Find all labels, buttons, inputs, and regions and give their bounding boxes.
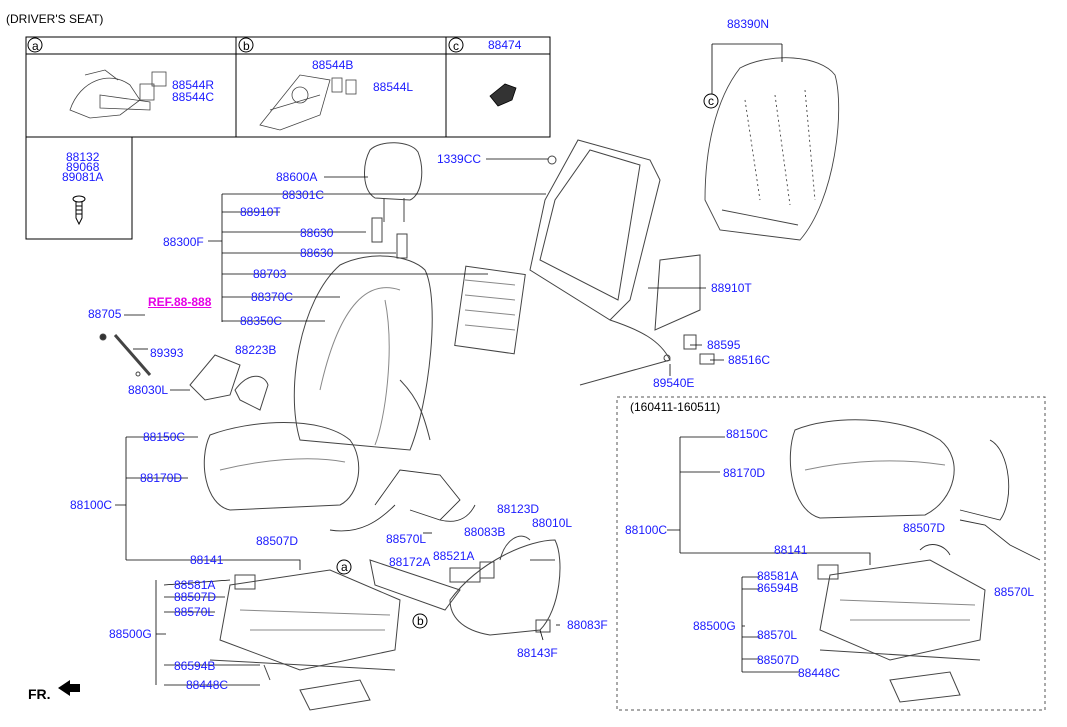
part-label[interactable]: 88143F [517,646,558,660]
inset-frame [616,396,1046,711]
callout-c: c [708,94,714,108]
part-label-88544l[interactable]: 88544L [373,80,414,94]
front-arrow-icon [58,680,80,696]
callout-a: a [341,560,348,574]
part-label[interactable]: 88507D [256,534,299,548]
part-label[interactable]: 88150C [143,430,186,444]
part-label-88544b[interactable]: 88544B [312,58,354,72]
part-label[interactable]: 86594B [174,659,216,673]
part-label[interactable]: 88223B [235,343,277,357]
part-label[interactable]: 88516C [728,353,771,367]
bolt-sketch [72,195,86,226]
inset-track-sketch [817,559,986,703]
wiring-sketch [329,469,476,532]
part-label[interactable]: 88300F [163,235,204,249]
part-label[interactable]: 88030L [128,383,169,397]
inset-part-label[interactable]: 88150C [726,427,769,441]
panel-table [25,36,551,138]
part-label[interactable]: 88100C [70,498,113,512]
part-label[interactable]: 88172A [389,555,431,569]
side-shield-sketch [369,334,715,636]
leader-lines [115,43,871,686]
part-label[interactable]: 88630 [300,246,334,260]
inset-part-label[interactable]: 86594B [757,581,799,595]
inset-part-label[interactable]: 88507D [757,653,800,667]
part-label[interactable]: 88170D [140,471,183,485]
inset-wiring-sketch [919,439,1041,561]
inset-cushion-sketch [789,419,955,519]
panel-b-sketch [259,74,357,131]
panel-c-marker: c [453,39,459,53]
part-label-88132[interactable]: 88132 [66,150,100,164]
part-label-88544r[interactable]: 88544R [172,78,215,92]
part-label[interactable]: 88581A [174,578,216,592]
part-label[interactable]: 88910T [711,281,752,295]
page-title: (DRIVER'S SEAT) [6,12,104,26]
callout-a-circle [336,559,352,575]
seat-cushion-sketch [203,422,360,511]
part-label[interactable]: 88370C [251,290,294,304]
marker-b-circle [238,37,254,53]
inset-part-label[interactable]: 88170D [723,466,766,480]
back-cover-sketch [704,57,840,241]
part-label-89068[interactable]: 89068 [66,160,100,174]
part-label[interactable]: 88500G [109,627,152,641]
side-parts-sketch [99,333,269,411]
part-label[interactable]: 88448C [186,678,229,692]
part-label[interactable]: 88570L [386,532,427,546]
seat-track-sketch [209,569,401,711]
panel-c-sketch [489,83,517,107]
inset-part-label[interactable]: 88100C [625,523,668,537]
part-label[interactable]: 89393 [150,346,184,360]
marker-a-circle [27,37,43,53]
inset-part-label[interactable]: 88141 [774,543,808,557]
part-label[interactable]: 88705 [88,307,122,321]
part-label[interactable]: 88703 [253,267,287,281]
inset-part-label[interactable]: 88570L [757,628,798,642]
inset-part-label[interactable]: 88507D [903,521,946,535]
part-label[interactable]: 88123D [497,502,540,516]
inset-part-label[interactable]: 88570L [994,585,1035,599]
panel-a-marker: a [32,39,39,53]
part-label[interactable]: 88910T [240,205,281,219]
callout-c-circle [703,93,719,109]
part-label[interactable]: 88595 [707,338,741,352]
part-label-88474[interactable]: 88474 [488,38,522,52]
part-label[interactable]: 88301C [282,188,325,202]
part-label[interactable]: 88600A [276,170,318,184]
callout-b-circle [412,613,428,629]
part-label[interactable]: 88141 [190,553,224,567]
back-frame-sketch [454,139,701,386]
part-label[interactable]: 88083F [567,618,608,632]
front-direction-label: FR. [28,686,51,702]
part-label[interactable]: 88010L [532,516,573,530]
headrest-sketch [364,142,423,259]
part-label[interactable]: 88083B [464,525,506,539]
part-label-88544c[interactable]: 88544C [172,90,215,104]
part-label[interactable]: 88570L [174,605,215,619]
part-label-89081a[interactable]: 89081A [62,170,104,184]
back-cushion-sketch [293,255,433,451]
part-label[interactable]: 88507D [174,590,217,604]
callout-b: b [417,614,424,628]
part-label[interactable]: 1339CC [437,152,482,166]
part-label[interactable]: 88390N [727,17,770,31]
part-label[interactable]: 88630 [300,226,334,240]
period-label: (160411-160511) [630,400,721,414]
reference-link[interactable]: REF.88-888 [148,295,212,309]
part-label[interactable]: 88521A [433,549,475,563]
inset-part-label[interactable]: 88500G [693,619,736,633]
fastener-panel [25,136,133,240]
marker-c-circle [448,37,464,53]
part-label[interactable]: 88350C [240,314,283,328]
inset-part-label[interactable]: 88448C [798,666,841,680]
part-label[interactable]: 89540E [653,376,695,390]
panel-b-marker: b [243,39,250,53]
panel-a-sketch [69,69,167,119]
inset-part-label[interactable]: 88581A [757,569,799,583]
